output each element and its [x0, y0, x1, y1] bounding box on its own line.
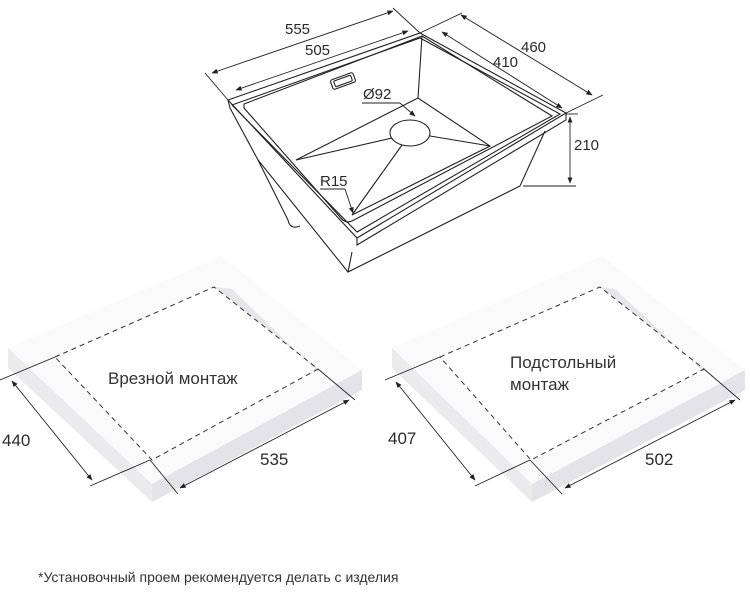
cutout-length: 502 [645, 450, 673, 469]
cutout-length: 535 [260, 450, 288, 469]
cutout-label-line1: Подстольный [510, 353, 616, 372]
cutout-width: 407 [388, 429, 416, 448]
dim-outer-length: 555 [285, 21, 310, 38]
dim-corner-radius: R15 [320, 173, 348, 190]
cutout-label: Врезной монтаж [108, 369, 238, 388]
cutout-label-line2: монтаж [510, 375, 570, 394]
cutout-flush-mount: Врезной монтаж 440 535 [0, 256, 362, 502]
dim-inner-length: 505 [305, 42, 330, 59]
cutout-undermount: Подстольный монтаж 407 502 [384, 256, 745, 502]
dim-inner-width: 410 [493, 54, 518, 71]
cutout-width: 440 [2, 431, 30, 450]
sink-dimension-lines [204, 7, 604, 214]
footnote: *Установочный проем рекомендуется делать… [38, 569, 399, 585]
dim-depth: 210 [574, 137, 599, 154]
dim-drain-diameter: Ø92 [363, 86, 391, 103]
dim-outer-width: 460 [521, 39, 546, 56]
